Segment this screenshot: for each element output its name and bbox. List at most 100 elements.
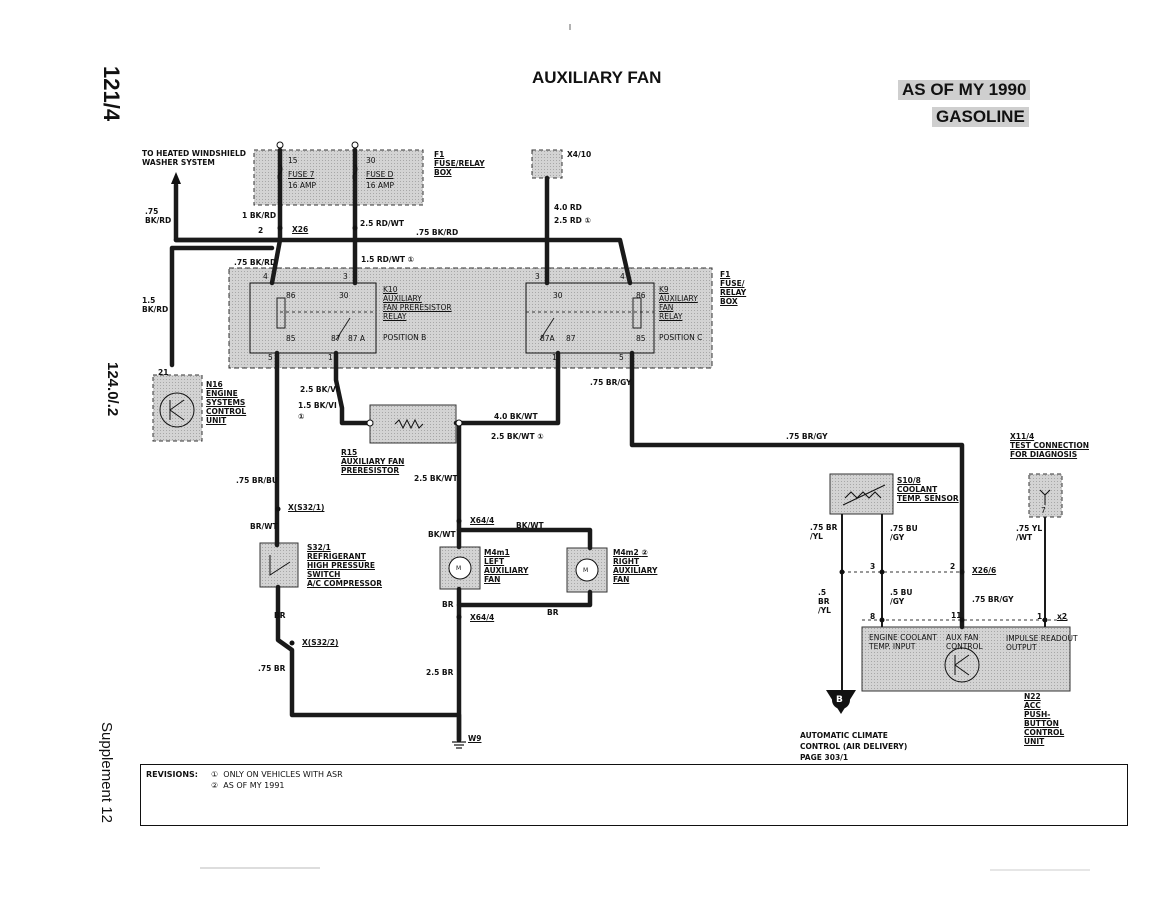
x26-label: X26 xyxy=(292,225,309,234)
wire-label: 2.5 BK/WT xyxy=(414,474,458,483)
pin-label: 30 xyxy=(339,291,349,300)
marker: ① xyxy=(298,412,305,421)
connector-label: X(S32/1) xyxy=(288,503,325,512)
wire-label: 2.5 BK/WT ① xyxy=(491,432,544,441)
connector-label: x2 xyxy=(1057,612,1068,621)
pin-label: 1 xyxy=(328,353,333,362)
page-title: AUXILIARY FAN xyxy=(532,68,662,87)
wire-label: 1 BK/RD xyxy=(242,211,277,220)
wire-label: 1.5 BK/VI xyxy=(298,401,337,410)
n22-box xyxy=(861,626,1071,692)
x4-10-label: X4/10 xyxy=(567,150,592,159)
wire-label: .75 BR xyxy=(258,664,286,673)
pin-label: 4 xyxy=(263,272,268,281)
pin-label: 1 xyxy=(552,353,557,362)
pin-label: 5 xyxy=(268,353,273,362)
motor-icon: M xyxy=(456,565,462,572)
wire-label: 2.5 RD ① xyxy=(554,216,591,225)
s32-box xyxy=(259,542,299,588)
pin-label: 1 xyxy=(1037,612,1043,621)
pin-label: 8 xyxy=(870,612,876,621)
revisions-label: REVISIONS: xyxy=(146,770,198,779)
connector-label: X(S32/2) xyxy=(302,638,339,647)
pin-label: 87 xyxy=(331,334,341,343)
wire-label: .75 BK/RD xyxy=(416,228,459,237)
wire-label: .5 BU/GY xyxy=(890,588,913,606)
pin-label: 86 xyxy=(636,291,646,300)
k9-position: POSITION C xyxy=(659,333,703,342)
wire-label: BR/WT xyxy=(250,522,278,531)
motor-icon: M xyxy=(583,567,589,574)
wire-label: .75 YL/WT xyxy=(1016,524,1043,542)
year-tag: AS OF MY 1990 xyxy=(898,80,1031,100)
fused-amp: 16 AMP xyxy=(366,181,395,190)
fused-name: FUSE D xyxy=(366,170,394,179)
pin-label: 3 xyxy=(535,272,540,281)
ground-icon xyxy=(452,741,466,749)
fuse7-name: FUSE 7 xyxy=(288,170,315,179)
pin-label: 3 xyxy=(343,272,348,281)
up-arrow-icon xyxy=(171,172,181,184)
k10-relay xyxy=(249,282,377,354)
k9-relay xyxy=(525,282,655,354)
fuse7-amp: 16 AMP xyxy=(288,181,317,190)
wire-label: 4.0 RD xyxy=(554,203,582,212)
pin-label: 87 xyxy=(566,334,576,343)
revision-item: ② AS OF MY 1991 xyxy=(211,781,285,790)
x26-pin: 2 xyxy=(258,226,264,235)
acc-symbol: B xyxy=(836,695,843,705)
pin-label: 87 A xyxy=(348,334,366,343)
pin-label: 86 xyxy=(286,291,296,300)
pin-label: 11 xyxy=(951,611,962,620)
pin-label: 3 xyxy=(870,562,876,571)
wire-label: 4.0 BK/WT xyxy=(494,412,538,421)
pin-label: 7 xyxy=(1041,506,1046,515)
wire-label: 1.5 RD/WT ① xyxy=(361,255,415,264)
k10-position: POSITION B xyxy=(383,333,427,342)
revision-item: ① ONLY ON VEHICLES WITH ASR xyxy=(211,770,343,779)
fuse7-pin: 15 xyxy=(288,156,298,165)
pin-label: 2 xyxy=(950,562,956,571)
n16-pin: 21 xyxy=(158,368,169,377)
connector-label: X64/4 xyxy=(470,516,495,525)
wire-label: .75 BR/GY xyxy=(590,378,632,387)
side-code: 124.0/.2 xyxy=(104,362,121,417)
wire-label: .75 BK/RD xyxy=(234,258,277,267)
pin-label: 4 xyxy=(620,272,625,281)
wire-label: 2.5 RD/WT xyxy=(360,219,405,228)
x4-10-box xyxy=(531,149,563,179)
pin-label: 85 xyxy=(636,334,646,343)
wire-label: 2.5 BR xyxy=(426,668,454,677)
pin-label: 85 xyxy=(286,334,296,343)
wire-label: .75 BU/GY xyxy=(890,524,918,542)
wire-label: .75 BR/GY xyxy=(972,595,1014,604)
wire-label: BK/WT xyxy=(428,530,456,539)
wire-label: .75 BR/GY xyxy=(786,432,828,441)
fused-pin: 30 xyxy=(366,156,376,165)
connector-label: X64/4 xyxy=(470,613,495,622)
connector-label: X26/6 xyxy=(972,566,997,575)
wire-label: .75 BR/BU xyxy=(236,476,278,485)
revisions-box xyxy=(140,764,1128,826)
supplement-label: Supplement 12 xyxy=(98,722,115,823)
wire-label: BR xyxy=(274,611,286,620)
